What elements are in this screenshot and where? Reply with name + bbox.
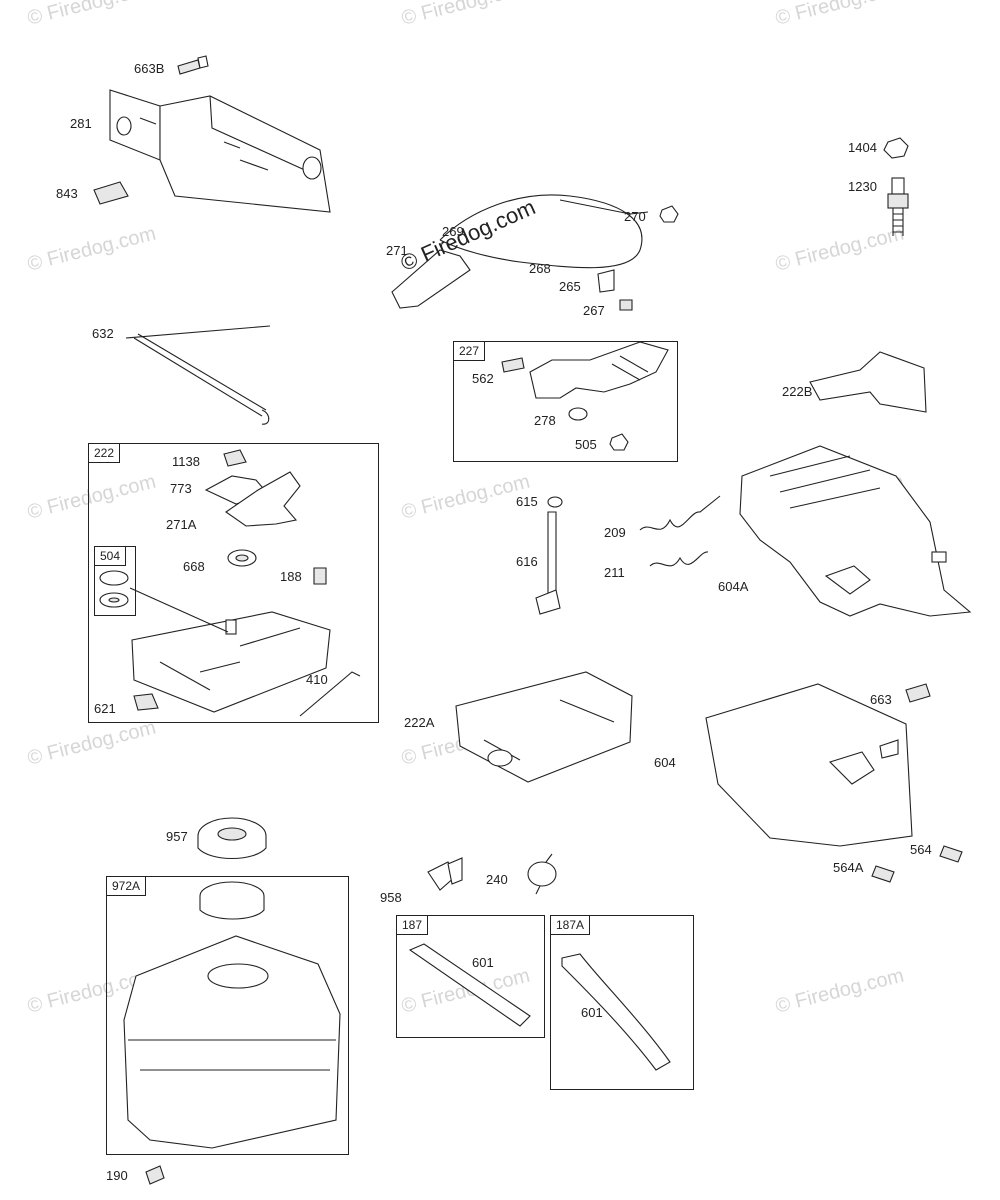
bolt-564A-icon — [871, 865, 895, 883]
group-box-222: 222 — [88, 443, 379, 723]
part-label: 211 — [604, 565, 625, 580]
part-label: 188 — [280, 569, 302, 584]
bracket-222B-icon — [809, 351, 927, 413]
part-label: 209 — [604, 525, 626, 540]
group-id-222: 222 — [89, 444, 121, 463]
spring-209-icon — [639, 495, 721, 531]
governor-control-227-icon — [501, 341, 669, 451]
base-plate-222A-icon — [455, 671, 633, 783]
part-label: 663B — [134, 61, 165, 76]
part-label: 616 — [516, 554, 538, 569]
part-label: 957 — [166, 829, 188, 844]
part-label: 843 — [56, 186, 78, 201]
part-label: 265 — [559, 279, 581, 294]
washer-set-504-icon — [99, 570, 129, 608]
bracket-281-icon — [109, 89, 331, 213]
part-label: 604A — [718, 579, 749, 594]
fuel-cap-957-icon — [197, 817, 267, 859]
part-label: 271A — [166, 517, 197, 532]
shaft-616-icon — [535, 511, 561, 615]
group-id-504: 504 — [95, 547, 127, 566]
hose-187A-icon — [561, 953, 671, 1071]
fuel-filter-240-icon — [527, 853, 557, 895]
part-label: 222A — [404, 715, 435, 730]
part-label: 281 — [70, 116, 92, 131]
bolt-564-icon — [939, 845, 963, 863]
part-label: 632 — [92, 326, 114, 341]
throttle-cable-268-icon — [439, 194, 649, 269]
group-box-227: 227 — [453, 341, 678, 462]
part-label: 615 — [516, 494, 538, 509]
valve-958-icon — [427, 857, 463, 891]
link-rod-632-icon — [125, 325, 271, 425]
group-box-504: 504 — [94, 546, 136, 616]
part-label: 1138 — [172, 454, 200, 469]
group-id-227: 227 — [454, 342, 486, 361]
blower-housing-604A-icon — [739, 445, 972, 617]
bolt-663B-icon — [177, 55, 209, 75]
bolt-190-icon — [145, 1165, 165, 1185]
part-label: 268 — [529, 261, 551, 276]
clamp-265-icon — [597, 269, 615, 293]
part-label: 564 — [910, 842, 932, 857]
control-lever-271-icon — [391, 249, 471, 309]
nut-270-icon — [659, 205, 679, 223]
part-label: 621 — [94, 701, 116, 716]
group-box-187A: 187A — [550, 915, 694, 1090]
group-box-187: 187 — [396, 915, 545, 1038]
screw-267-icon — [619, 299, 633, 311]
part-label: 222B — [782, 384, 813, 399]
part-label: 1230 — [848, 179, 877, 194]
part-label: 271 — [386, 243, 408, 258]
nut-1404-icon — [883, 137, 909, 159]
part-label: 958 — [380, 890, 402, 905]
part-label: 668 — [183, 559, 205, 574]
fuel-tank-972A-icon — [123, 881, 341, 1149]
part-label: 505 — [575, 437, 597, 452]
control-assembly-222-icon — [131, 449, 361, 717]
part-label: 601 — [472, 955, 494, 970]
washer-615-icon — [547, 496, 563, 508]
part-label: 601 — [581, 1005, 603, 1020]
leader-line — [129, 587, 229, 633]
cover-604-icon — [705, 683, 913, 847]
bolt-663-icon — [905, 683, 931, 703]
part-label: 604 — [654, 755, 676, 770]
spring-211-icon — [649, 551, 709, 567]
part-label: 773 — [170, 481, 192, 496]
clip-843-icon — [93, 181, 129, 205]
part-label: 267 — [583, 303, 605, 318]
part-label: 278 — [534, 413, 556, 428]
group-box-972A: 972A — [106, 876, 349, 1155]
part-label: 269 — [442, 224, 464, 239]
spark-plug-1230-icon — [887, 177, 909, 236]
part-label: 562 — [472, 371, 494, 386]
part-label: 240 — [486, 872, 508, 887]
group-id-187: 187 — [397, 916, 429, 935]
part-label: 270 — [624, 209, 646, 224]
part-label: 410 — [306, 672, 328, 687]
part-label: 663 — [870, 692, 892, 707]
part-label: 564A — [833, 860, 864, 875]
hose-187-icon — [408, 943, 531, 1027]
group-id-972A: 972A — [107, 877, 147, 896]
group-id-187A: 187A — [551, 916, 591, 935]
part-label: 190 — [106, 1168, 128, 1183]
part-label: 1404 — [848, 140, 877, 155]
